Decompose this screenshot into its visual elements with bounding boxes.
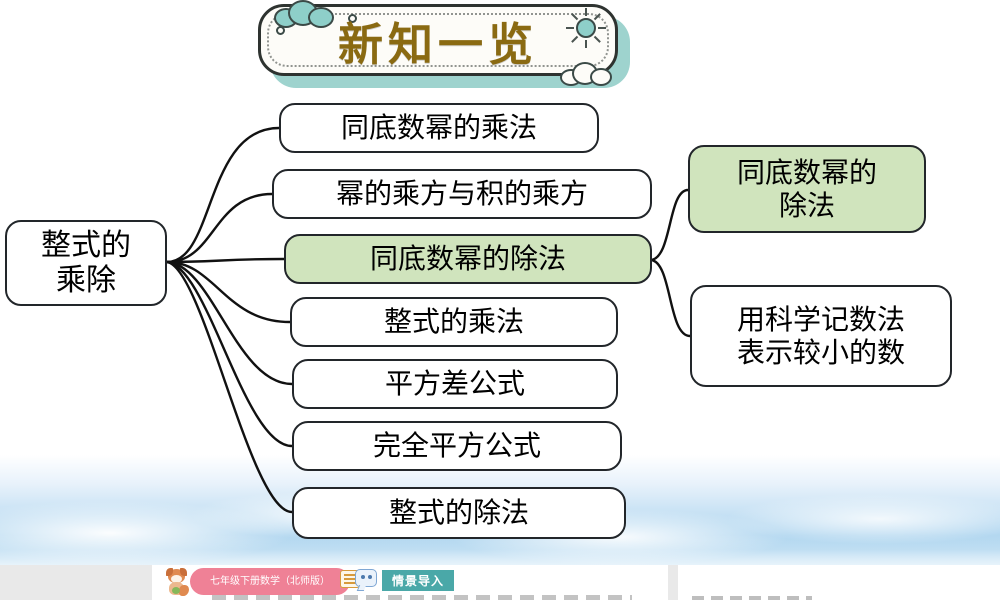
page-title: 新知一览: [337, 17, 538, 71]
right-panel-text-clipped: [692, 596, 812, 600]
fox-icon: [164, 568, 190, 596]
mindmap-root-node[interactable]: 整式的 乘除: [5, 220, 167, 306]
taskbar-divider: [668, 565, 678, 600]
course-badge: 七年级下册数学（北师版）: [190, 568, 350, 595]
section-label: 情景导入: [382, 570, 455, 591]
mindmap-node-zhengshi-chengfa[interactable]: 整式的乘法: [290, 297, 618, 347]
root-line-1: 整式的: [41, 227, 131, 263]
cloud-top-left-icon: [274, 0, 336, 28]
cloud-bottom-right-icon: [560, 62, 614, 86]
subnode-1-line-2: 除法: [778, 189, 835, 222]
subnode-2-line-1: 用科学记数法: [736, 302, 905, 336]
taskbar-left-panel[interactable]: 七年级下册数学（北师版） 情景导入: [152, 565, 668, 600]
mindmap-node-zhengshi-chufa[interactable]: 整式的除法: [292, 487, 626, 539]
root-line-2: 乘除: [56, 263, 116, 298]
mindmap-node-wanquan-pingfang-gongshi[interactable]: 完全平方公式: [292, 421, 622, 471]
banner-bead-top-icon: [348, 14, 357, 23]
course-badge-label: 七年级下册数学（北师版）: [210, 575, 330, 587]
mindmap-node-pingfangcha-gongshi[interactable]: 平方差公式: [292, 359, 618, 409]
subnode-2-line-2: 表示较小的数: [736, 336, 905, 369]
title-banner: 新知一览: [258, 0, 638, 90]
taskbar-right-panel[interactable]: [678, 565, 1000, 600]
mindmap: 整式的 乘除 同底数幂的乘法 幂的乘方与积的乘方 同底数幂的除法 整式的乘法 平…: [5, 103, 952, 539]
speech-bubble-icon: [340, 569, 380, 593]
mindmap-node-mi-chengfang[interactable]: 幂的乘方与积的乘方: [272, 169, 652, 219]
sky-background: [0, 455, 1000, 565]
sun-icon: [566, 8, 606, 48]
mindmap-connectors: [165, 126, 692, 514]
mindmap-node-tongdishumi-chufa[interactable]: 同底数幂的除法: [284, 234, 652, 284]
panel-body-text-clipped: [212, 595, 632, 600]
mindmap-subnode-kexue-jishufa[interactable]: 用科学记数法 表示较小的数: [690, 285, 952, 387]
taskbar: 七年级下册数学（北师版） 情景导入: [0, 565, 1000, 600]
subnode-1-line-1: 同底数幂的: [736, 155, 877, 189]
section-label-text: 情景导入: [392, 574, 445, 588]
mindmap-subnode-tongdishumi-chufa[interactable]: 同底数幂的 除法: [688, 145, 926, 233]
mindmap-node-tongdishumi-chengfa[interactable]: 同底数幂的乘法: [279, 103, 599, 153]
banner-plate: [258, 4, 618, 76]
